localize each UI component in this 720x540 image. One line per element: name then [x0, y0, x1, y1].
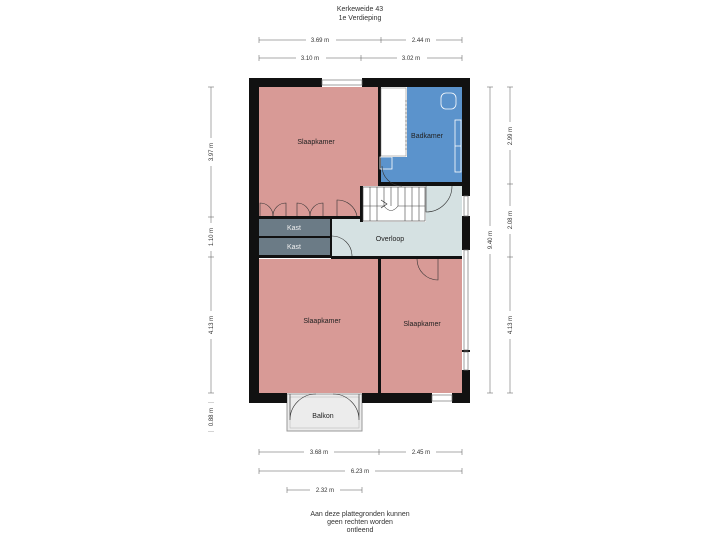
room-landing-right: [426, 186, 462, 222]
dim-bottom-right: 2.45 m: [412, 450, 430, 456]
room-bedroom-bottom-right[interactable]: [381, 259, 462, 393]
dim-right-bottom: 4.13 m: [508, 316, 514, 334]
room-landing[interactable]: [331, 218, 462, 257]
dim-top-left: 3.69 m: [311, 38, 329, 44]
plan-address: Kerkeweide 43: [336, 6, 384, 13]
dim-left-top: 3.97 m: [209, 143, 215, 161]
dim-balcony-width: 2.32 m: [316, 488, 334, 494]
windows: [321, 79, 469, 402]
dim-top-right: 2.44 m: [412, 38, 430, 44]
dim-bottom-left: 3.68 m: [310, 450, 328, 456]
dim-right-total: 9.40 m: [488, 231, 494, 249]
footer-line-1: Aan deze plattegronden kunnen: [310, 511, 410, 518]
dim-left-mid: 1.10 m: [209, 228, 215, 246]
room-stair: [362, 186, 426, 222]
dimension-lines: [208, 37, 513, 493]
label-bathroom: Badkamer: [411, 133, 444, 140]
label-landing: Overloop: [376, 236, 405, 243]
dim-left-balcony: 0.88 m: [209, 408, 215, 426]
label-bedroom-bottom-right: Slaapkamer: [403, 321, 441, 328]
dim-left-bottom: 4.13 m: [209, 316, 215, 334]
shower-glass: [380, 87, 407, 157]
outer-walls: [249, 78, 470, 403]
label-bedroom-top: Slaapkamer: [297, 139, 335, 146]
room-closet-2[interactable]: [259, 238, 330, 255]
room-closet-1[interactable]: [259, 219, 330, 236]
inner-walls: [259, 87, 462, 393]
room-bedroom-top[interactable]: [259, 87, 379, 218]
dim-top2-left: 3.10 m: [301, 56, 319, 62]
label-closet-2: Kast: [287, 244, 301, 251]
bathroom-fixtures: [379, 92, 462, 173]
staircase: [362, 186, 426, 222]
dim-bottom-total: 6.23 m: [351, 469, 369, 475]
room-bedroom-bottom-left[interactable]: [259, 259, 378, 393]
door-swings: [259, 165, 453, 421]
footer-line-2: geen rechten worden: [327, 519, 393, 526]
plan-floor: 1e Verdieping: [338, 15, 382, 22]
dim-right-mid: 2.08 m: [508, 211, 514, 229]
label-closet-1: Kast: [287, 225, 301, 232]
label-bedroom-bottom-left: Slaapkamer: [303, 318, 341, 325]
dim-right-top: 2.99 m: [508, 127, 514, 145]
room-shower: [380, 87, 407, 157]
footer-line-3: ontleend: [346, 527, 374, 534]
label-balcony: Balkon: [312, 413, 334, 420]
dim-top2-right: 3.02 m: [402, 56, 420, 62]
